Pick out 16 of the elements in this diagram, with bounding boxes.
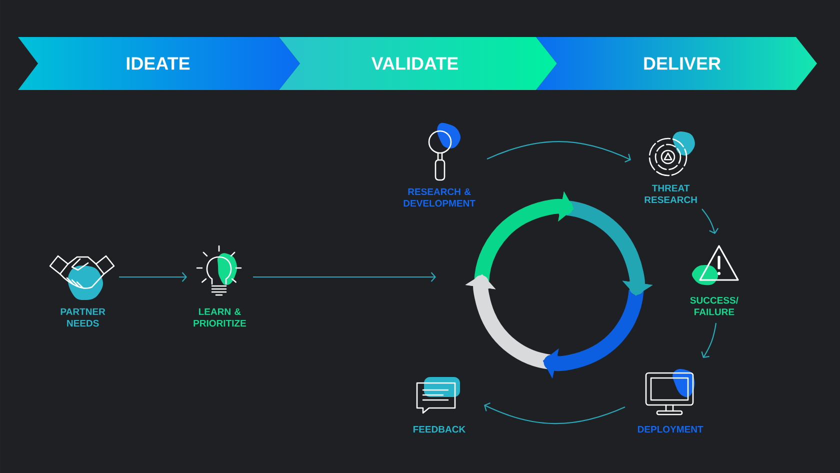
step-label: SUCCESS/ FAILURE: [690, 296, 738, 316]
step-label: PARTNER NEEDS: [60, 308, 106, 327]
step-label: RESEARCH & DEVELOPMENT: [404, 188, 476, 207]
arrow: [253, 272, 436, 282]
step-label: LEARN & PRIORITIZE: [194, 308, 246, 327]
phase-chevron: DELIVER: [644, 57, 721, 70]
phase-chevron: IDEATE: [126, 57, 190, 70]
arrow: [701, 322, 717, 358]
arrow: [702, 208, 719, 234]
phase-chevron: VALIDATE: [371, 57, 458, 70]
step-label: FEEDBACK: [413, 426, 466, 433]
arrow: [119, 272, 188, 282]
arrow: [486, 141, 631, 163]
step-label: DEPLOYMENT: [638, 426, 704, 433]
arrow: [484, 402, 626, 424]
step-label: THREAT RESEARCH: [644, 184, 697, 204]
